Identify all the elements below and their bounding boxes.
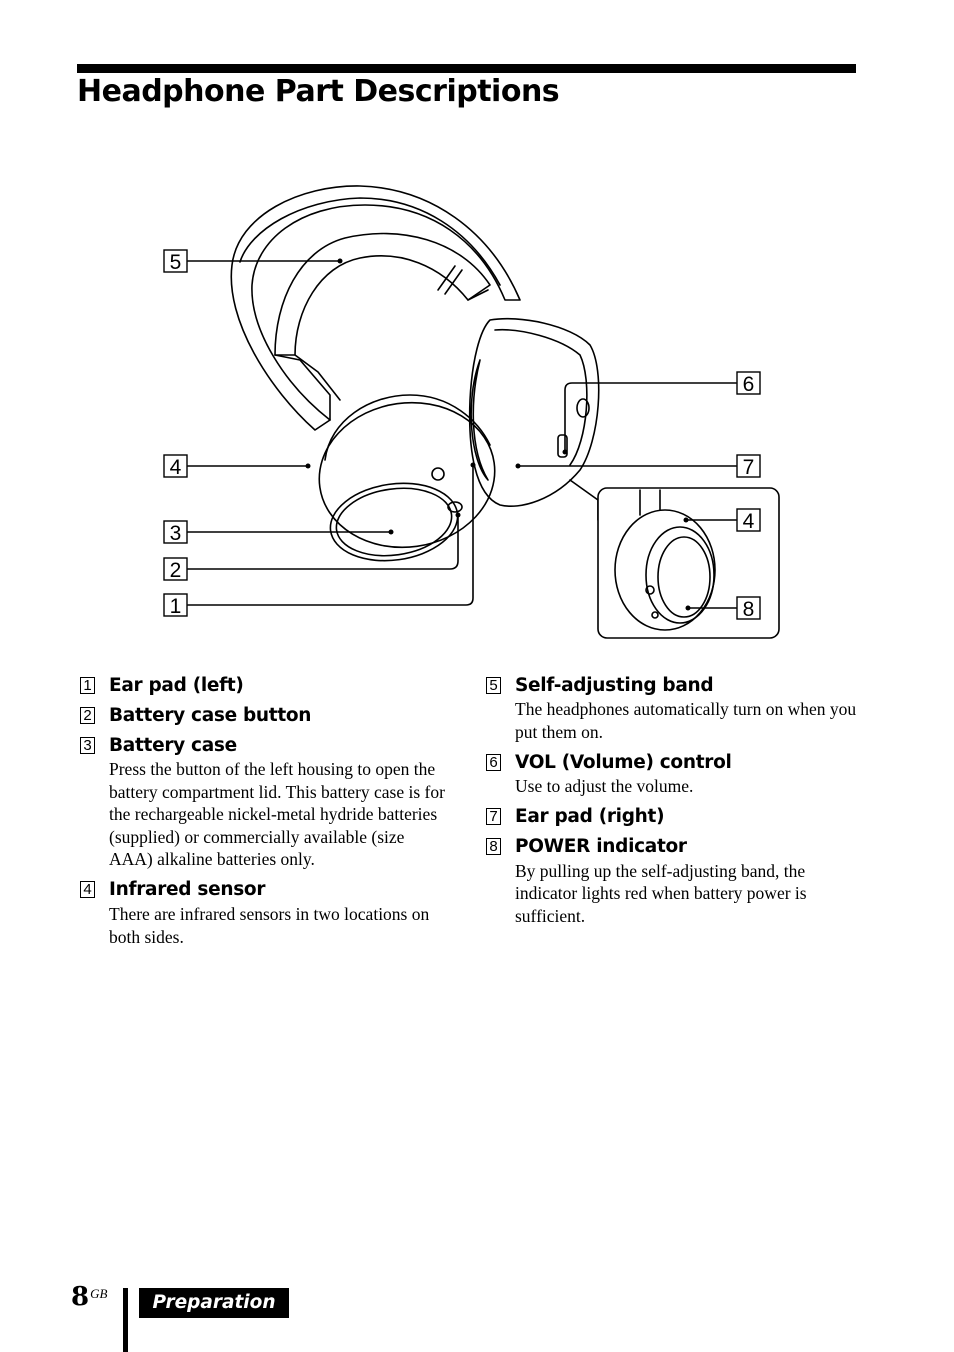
part-number: 2 <box>80 706 95 724</box>
callout-2: 2 <box>170 559 182 582</box>
right-earcup <box>468 317 600 507</box>
part-name: VOL (Volume) control <box>515 751 732 773</box>
part-number: 7 <box>486 808 501 826</box>
part-item: 6 VOL (Volume) control Use to adjust the … <box>486 747 866 798</box>
part-item: 8 POWER indicator By pulling up the self-… <box>486 832 866 928</box>
part-name: Battery case <box>109 734 237 756</box>
part-number: 3 <box>80 736 95 754</box>
part-description: By pulling up the self-adjusting band, t… <box>515 860 807 926</box>
part-name: Self-adjusting band <box>515 674 714 696</box>
parts-list-right: 5 Self-adjusting band The headphones auto… <box>486 670 866 932</box>
left-earcup <box>318 401 496 549</box>
section-tab: Preparation <box>139 1288 289 1318</box>
part-name: Ear pad (left) <box>109 674 244 696</box>
callout-3: 3 <box>170 522 182 545</box>
callout-4b: 4 <box>743 510 755 533</box>
parts-list-left: 1 Ear pad (left) 2 Battery case button 3 Ba… <box>80 670 450 952</box>
part-number: 5 <box>486 676 501 694</box>
page-number-suffix: GB <box>90 1286 108 1301</box>
leader-1 <box>187 464 474 606</box>
part-item: 7 Ear pad (right) <box>486 802 866 832</box>
part-item: 3 Battery case Press the button of the le… <box>80 730 450 871</box>
part-description: There are infrared sensors in two locati… <box>109 903 430 947</box>
part-item: 2 Battery case button <box>80 700 450 730</box>
headband-outer <box>230 185 521 431</box>
battery-case-button <box>447 501 463 513</box>
headphone-diagram: 5 4 3 2 1 6 7 4 8 <box>163 185 780 639</box>
callout-5: 5 <box>170 251 182 274</box>
part-name: POWER indicator <box>515 836 687 858</box>
footer-rule <box>123 1288 128 1352</box>
callout-6: 6 <box>743 373 755 396</box>
part-description: Use to adjust the volume. <box>515 776 694 797</box>
title-rule <box>77 64 856 73</box>
part-number: 6 <box>486 753 501 771</box>
callout-8: 8 <box>743 598 755 621</box>
part-number: 8 <box>486 838 501 856</box>
self-adjusting-band <box>274 232 491 356</box>
part-item: 5 Self-adjusting band The headphones auto… <box>486 670 866 743</box>
page-number-value: 8 <box>71 1282 90 1312</box>
callout-1: 1 <box>170 595 182 618</box>
part-item: 1 Ear pad (left) <box>80 670 450 700</box>
part-name: Ear pad (right) <box>515 806 665 828</box>
page-title: Headphone Part Descriptions <box>77 74 560 109</box>
part-number: 4 <box>80 881 95 899</box>
part-item: 4 Infrared sensor There are infrared sens… <box>80 875 450 948</box>
page-number: 8GB <box>71 1282 107 1312</box>
part-number: 1 <box>80 676 95 694</box>
leader-6 <box>564 382 737 453</box>
callout-4: 4 <box>170 456 182 479</box>
callout-7: 7 <box>743 456 755 479</box>
part-name: Infrared sensor <box>109 879 266 901</box>
inset-box <box>597 487 780 639</box>
leader-2 <box>187 514 459 570</box>
part-name: Battery case button <box>109 704 312 726</box>
part-description: Press the button of the left housing to … <box>109 759 445 870</box>
part-description: The headphones automatically turn on whe… <box>515 699 857 742</box>
